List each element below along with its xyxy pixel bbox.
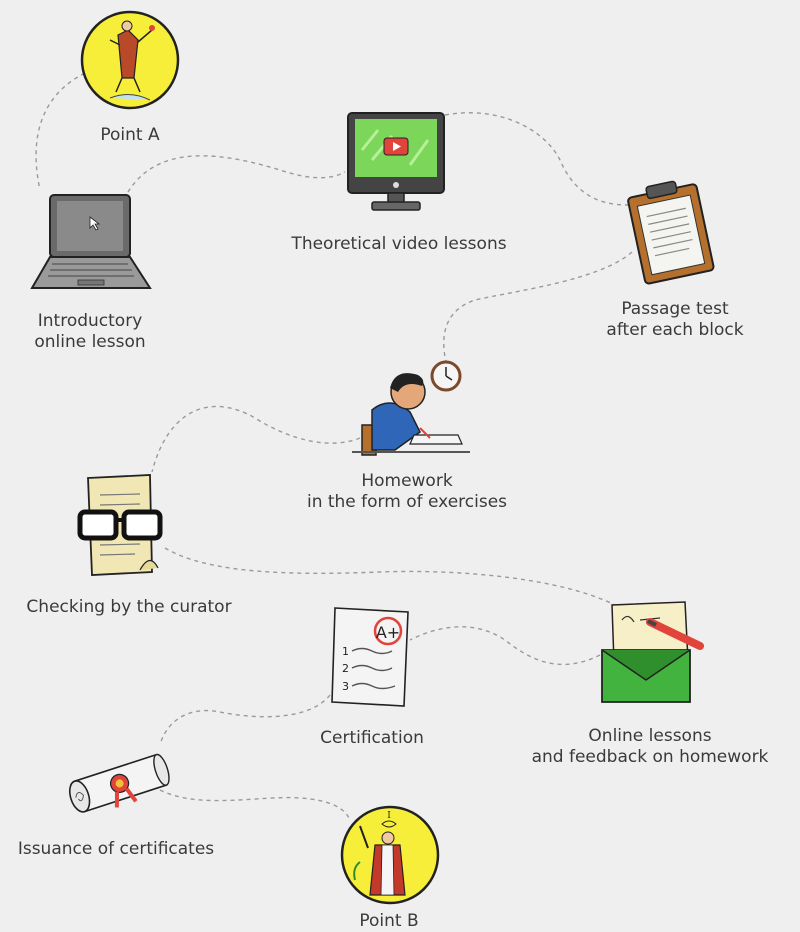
student-writing-icon: [352, 373, 470, 456]
paper-with-glasses-icon: [77, 474, 163, 576]
list-number-2: 2: [342, 662, 349, 675]
clipboard-icon: [627, 180, 715, 285]
label-issuance-text: Issuance of certificates: [17, 839, 215, 859]
label-test-line-2: after each block: [606, 320, 744, 340]
connector-cert-issuance: [159, 694, 331, 746]
label-homework: Homework in the form of exercises: [307, 471, 507, 513]
envelope-letter-icon: [601, 601, 704, 703]
label-test-line-1: Passage test: [621, 299, 729, 319]
label-feedback-line-2: and feedback on homework: [531, 747, 769, 767]
label-video-lessons: Theoretical video lessons: [291, 234, 506, 255]
label-checking-text: Checking by the curator: [26, 597, 232, 617]
label-certification-text: Certification: [320, 728, 424, 748]
label-feedback: Online lessons and feedback on homework: [532, 726, 769, 768]
label-certification: Certification: [320, 728, 424, 749]
label-feedback-line-1: Online lessons: [588, 726, 712, 746]
point-a-card-icon: [80, 10, 180, 110]
label-homework-line-1: Homework: [361, 471, 453, 491]
label-intro-line-1: Introductory: [37, 311, 143, 331]
connector-a-intro: [35, 69, 93, 191]
label-issuance: Issuance of certificates: [18, 839, 214, 860]
point-b-card-icon: I: [340, 805, 440, 905]
label-video-text: Theoretical video lessons: [291, 234, 507, 254]
connector-homework-checking: [151, 405, 361, 473]
label-point-b: Point B: [359, 911, 418, 932]
monitor-icon: [347, 112, 445, 211]
connector-video-test: [444, 112, 629, 206]
diploma-scroll-icon: [68, 753, 170, 813]
grade-mark: A+: [376, 623, 400, 642]
label-intro-lesson: Introductory online lesson: [34, 311, 145, 353]
clock-icon: [430, 360, 462, 392]
list-number-1: 1: [342, 645, 349, 658]
connector-intro-video: [127, 155, 346, 193]
graded-test-icon: A+ 1 2 3: [331, 607, 409, 707]
connector-checking-feedback: [164, 547, 616, 606]
label-passage-test: Passage test after each block: [606, 299, 743, 341]
path-connectors: [35, 69, 633, 821]
label-homework-line-2: in the form of exercises: [306, 492, 508, 512]
label-point-a-text: Point A: [100, 125, 160, 145]
connector-issuance-pointb: [159, 789, 351, 821]
label-point-a: Point A: [100, 125, 159, 146]
list-number-3: 3: [342, 680, 349, 693]
laptop-icon: [30, 194, 152, 289]
connector-feedback-cert: [409, 626, 601, 666]
label-intro-line-2: online lesson: [34, 332, 146, 352]
label-point-b-text: Point B: [359, 911, 419, 931]
connector-test-homework: [443, 251, 633, 363]
label-checking: Checking by the curator: [26, 597, 231, 618]
tarot-numeral: I: [387, 811, 391, 821]
